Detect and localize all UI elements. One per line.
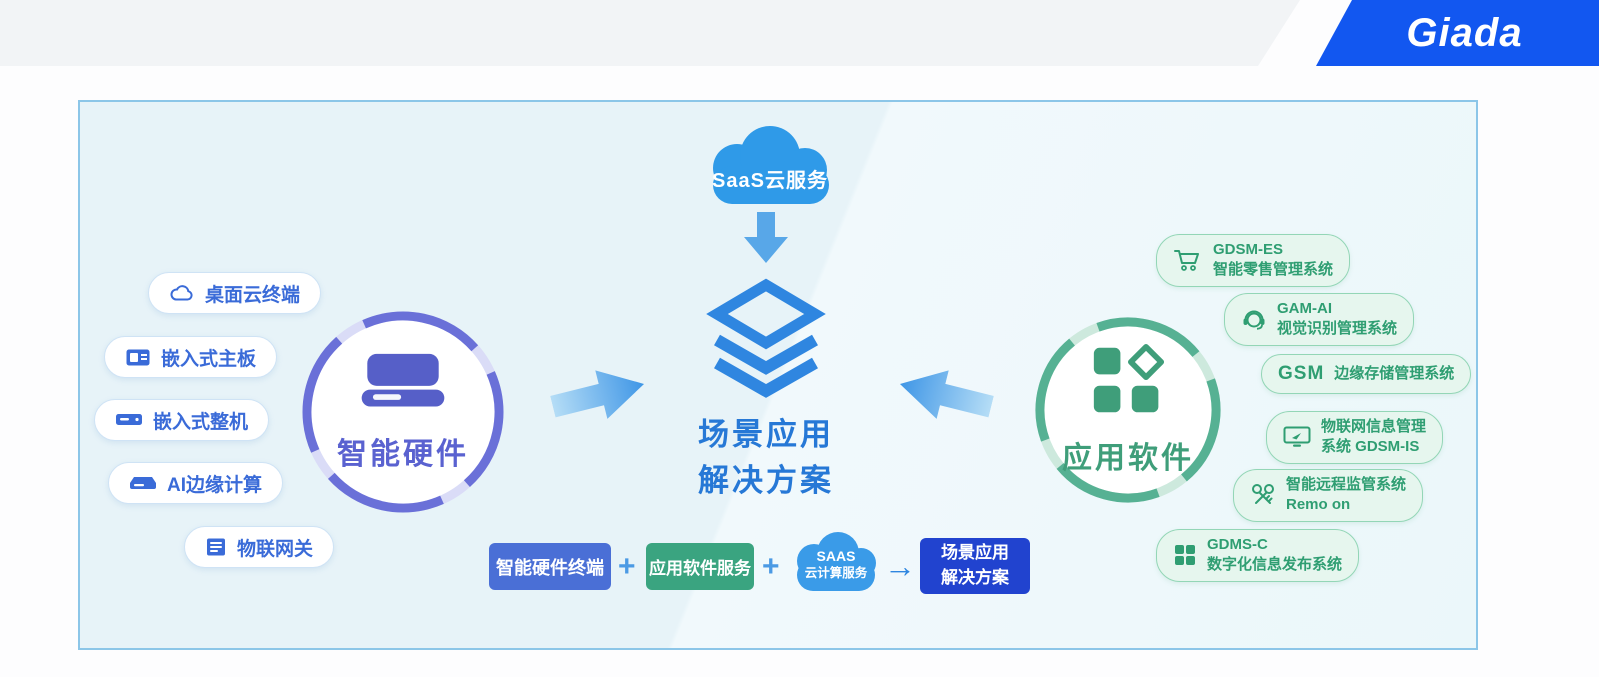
flow-arrow-left-icon bbox=[546, 355, 654, 439]
hw-pill-ai-edge: AI边缘计算 bbox=[108, 462, 284, 504]
sw-pill-line1: GDMS-C bbox=[1207, 536, 1268, 553]
software-hub: 应用软件 bbox=[1030, 312, 1226, 508]
flow-arrow-right-icon bbox=[890, 355, 998, 439]
cloud-icon bbox=[169, 284, 195, 302]
formula-result-line2: 解决方案 bbox=[941, 568, 1009, 587]
software-hub-ring bbox=[1035, 317, 1221, 503]
grid-icon bbox=[1173, 543, 1197, 567]
sw-pill-gam-ai: GAM-AI 视觉识别管理系统 bbox=[1224, 293, 1415, 346]
hw-pill-iot-gateway: 物联网关 bbox=[184, 526, 335, 568]
remote-monitor-icon bbox=[1250, 483, 1276, 507]
saas-cloud-label: SaaS云服务 bbox=[712, 170, 828, 192]
sw-pill-line2: 视觉识别管理系统 bbox=[1277, 320, 1398, 338]
headset-icon bbox=[1241, 307, 1267, 331]
formula-hardware-box: 智能硬件终端 bbox=[489, 543, 611, 590]
center-title: 场景应用 解决方案 bbox=[646, 412, 886, 504]
sw-pill-line1: GDSM-ES bbox=[1213, 241, 1284, 258]
center-title-line1: 场景应用 bbox=[698, 417, 834, 452]
center-title-line2: 解决方案 bbox=[698, 463, 834, 498]
down-arrow-icon bbox=[742, 212, 790, 273]
formula-software-label: 应用软件服务 bbox=[649, 559, 751, 578]
brand-logo-text: Giada bbox=[1406, 10, 1523, 55]
software-hub-label: 应用软件 bbox=[1062, 441, 1194, 475]
plus-sign: + bbox=[618, 550, 636, 583]
formula-saas-line2: 云计算服务 bbox=[804, 566, 868, 581]
hw-pill-label: AI边缘计算 bbox=[167, 474, 263, 496]
cart-icon bbox=[1173, 248, 1203, 272]
layers-icon bbox=[701, 278, 831, 403]
formula-hardware-label: 智能硬件终端 bbox=[496, 557, 604, 578]
formula-saas-cloud: SAAS 云计算服务 bbox=[786, 531, 886, 597]
ai-edge-icon bbox=[129, 475, 157, 491]
cloud-icon bbox=[786, 532, 886, 601]
sw-pill-gdms-c: GDMS-C 数字化信息发布系统 bbox=[1156, 529, 1360, 582]
board-icon bbox=[125, 348, 151, 367]
sw-pill-line1: GAM-AI bbox=[1277, 300, 1332, 317]
hw-pill-label: 桌面云终端 bbox=[205, 284, 301, 306]
hardware-hub: 智能硬件 bbox=[296, 305, 510, 519]
formula-saas-line1: SAAS bbox=[816, 548, 856, 564]
cloud-icon bbox=[695, 126, 845, 210]
sw-pill-line1: 智能远程监管系统 bbox=[1286, 476, 1407, 493]
apps-icon bbox=[1090, 343, 1166, 423]
saas-cloud: SaaS云服务 bbox=[695, 126, 845, 206]
hw-pill-embedded-system: 嵌入式整机 bbox=[94, 399, 270, 441]
sw-pill-line2: Remo on bbox=[1286, 496, 1351, 514]
hw-pill-label: 物联网关 bbox=[237, 538, 314, 560]
sw-pill-line2: 数字化信息发布系统 bbox=[1207, 556, 1343, 574]
sw-pill-code: GSM bbox=[1278, 363, 1325, 385]
sw-pill-gdsm-is: 物联网信息管理 系统 GDSM-IS bbox=[1266, 411, 1444, 464]
formula-result-box: 场景应用 解决方案 bbox=[920, 538, 1030, 594]
sw-pill-gdsm-es: GDSM-ES 智能零售管理系统 bbox=[1156, 234, 1351, 287]
hw-pill-label: 嵌入式主板 bbox=[161, 348, 257, 370]
sw-pill-label: 边缘存储管理系统 bbox=[1334, 364, 1455, 382]
hardware-hub-label: 智能硬件 bbox=[337, 437, 469, 471]
hardware-device-icon bbox=[357, 352, 449, 419]
monitor-icon bbox=[1283, 426, 1311, 448]
hw-pill-embedded-board: 嵌入式主板 bbox=[104, 336, 278, 378]
sw-pill-line2: 系统 GDSM-IS bbox=[1321, 438, 1420, 456]
hw-pill-label: 嵌入式整机 bbox=[153, 411, 249, 433]
header-band bbox=[0, 0, 1300, 66]
sw-pill-line2: 智能零售管理系统 bbox=[1213, 261, 1334, 279]
plus-sign: + bbox=[762, 550, 780, 583]
hardware-hub-ring bbox=[302, 311, 504, 513]
sw-pill-gsm: GSM 边缘存储管理系统 bbox=[1261, 354, 1472, 394]
gateway-icon bbox=[205, 537, 227, 557]
formula-result-line1: 场景应用 bbox=[941, 543, 1009, 563]
machine-icon bbox=[115, 411, 143, 429]
result-arrow-icon: → bbox=[884, 548, 916, 584]
sw-pill-line1: 物联网信息管理 bbox=[1321, 418, 1427, 435]
formula-software-box: 应用软件服务 bbox=[646, 543, 754, 590]
sw-pill-remote-monitor: 智能远程监管系统 Remo on bbox=[1233, 469, 1424, 522]
hw-pill-desktop-cloud: 桌面云终端 bbox=[148, 272, 322, 314]
brand-logo: Giada bbox=[1316, 0, 1599, 66]
